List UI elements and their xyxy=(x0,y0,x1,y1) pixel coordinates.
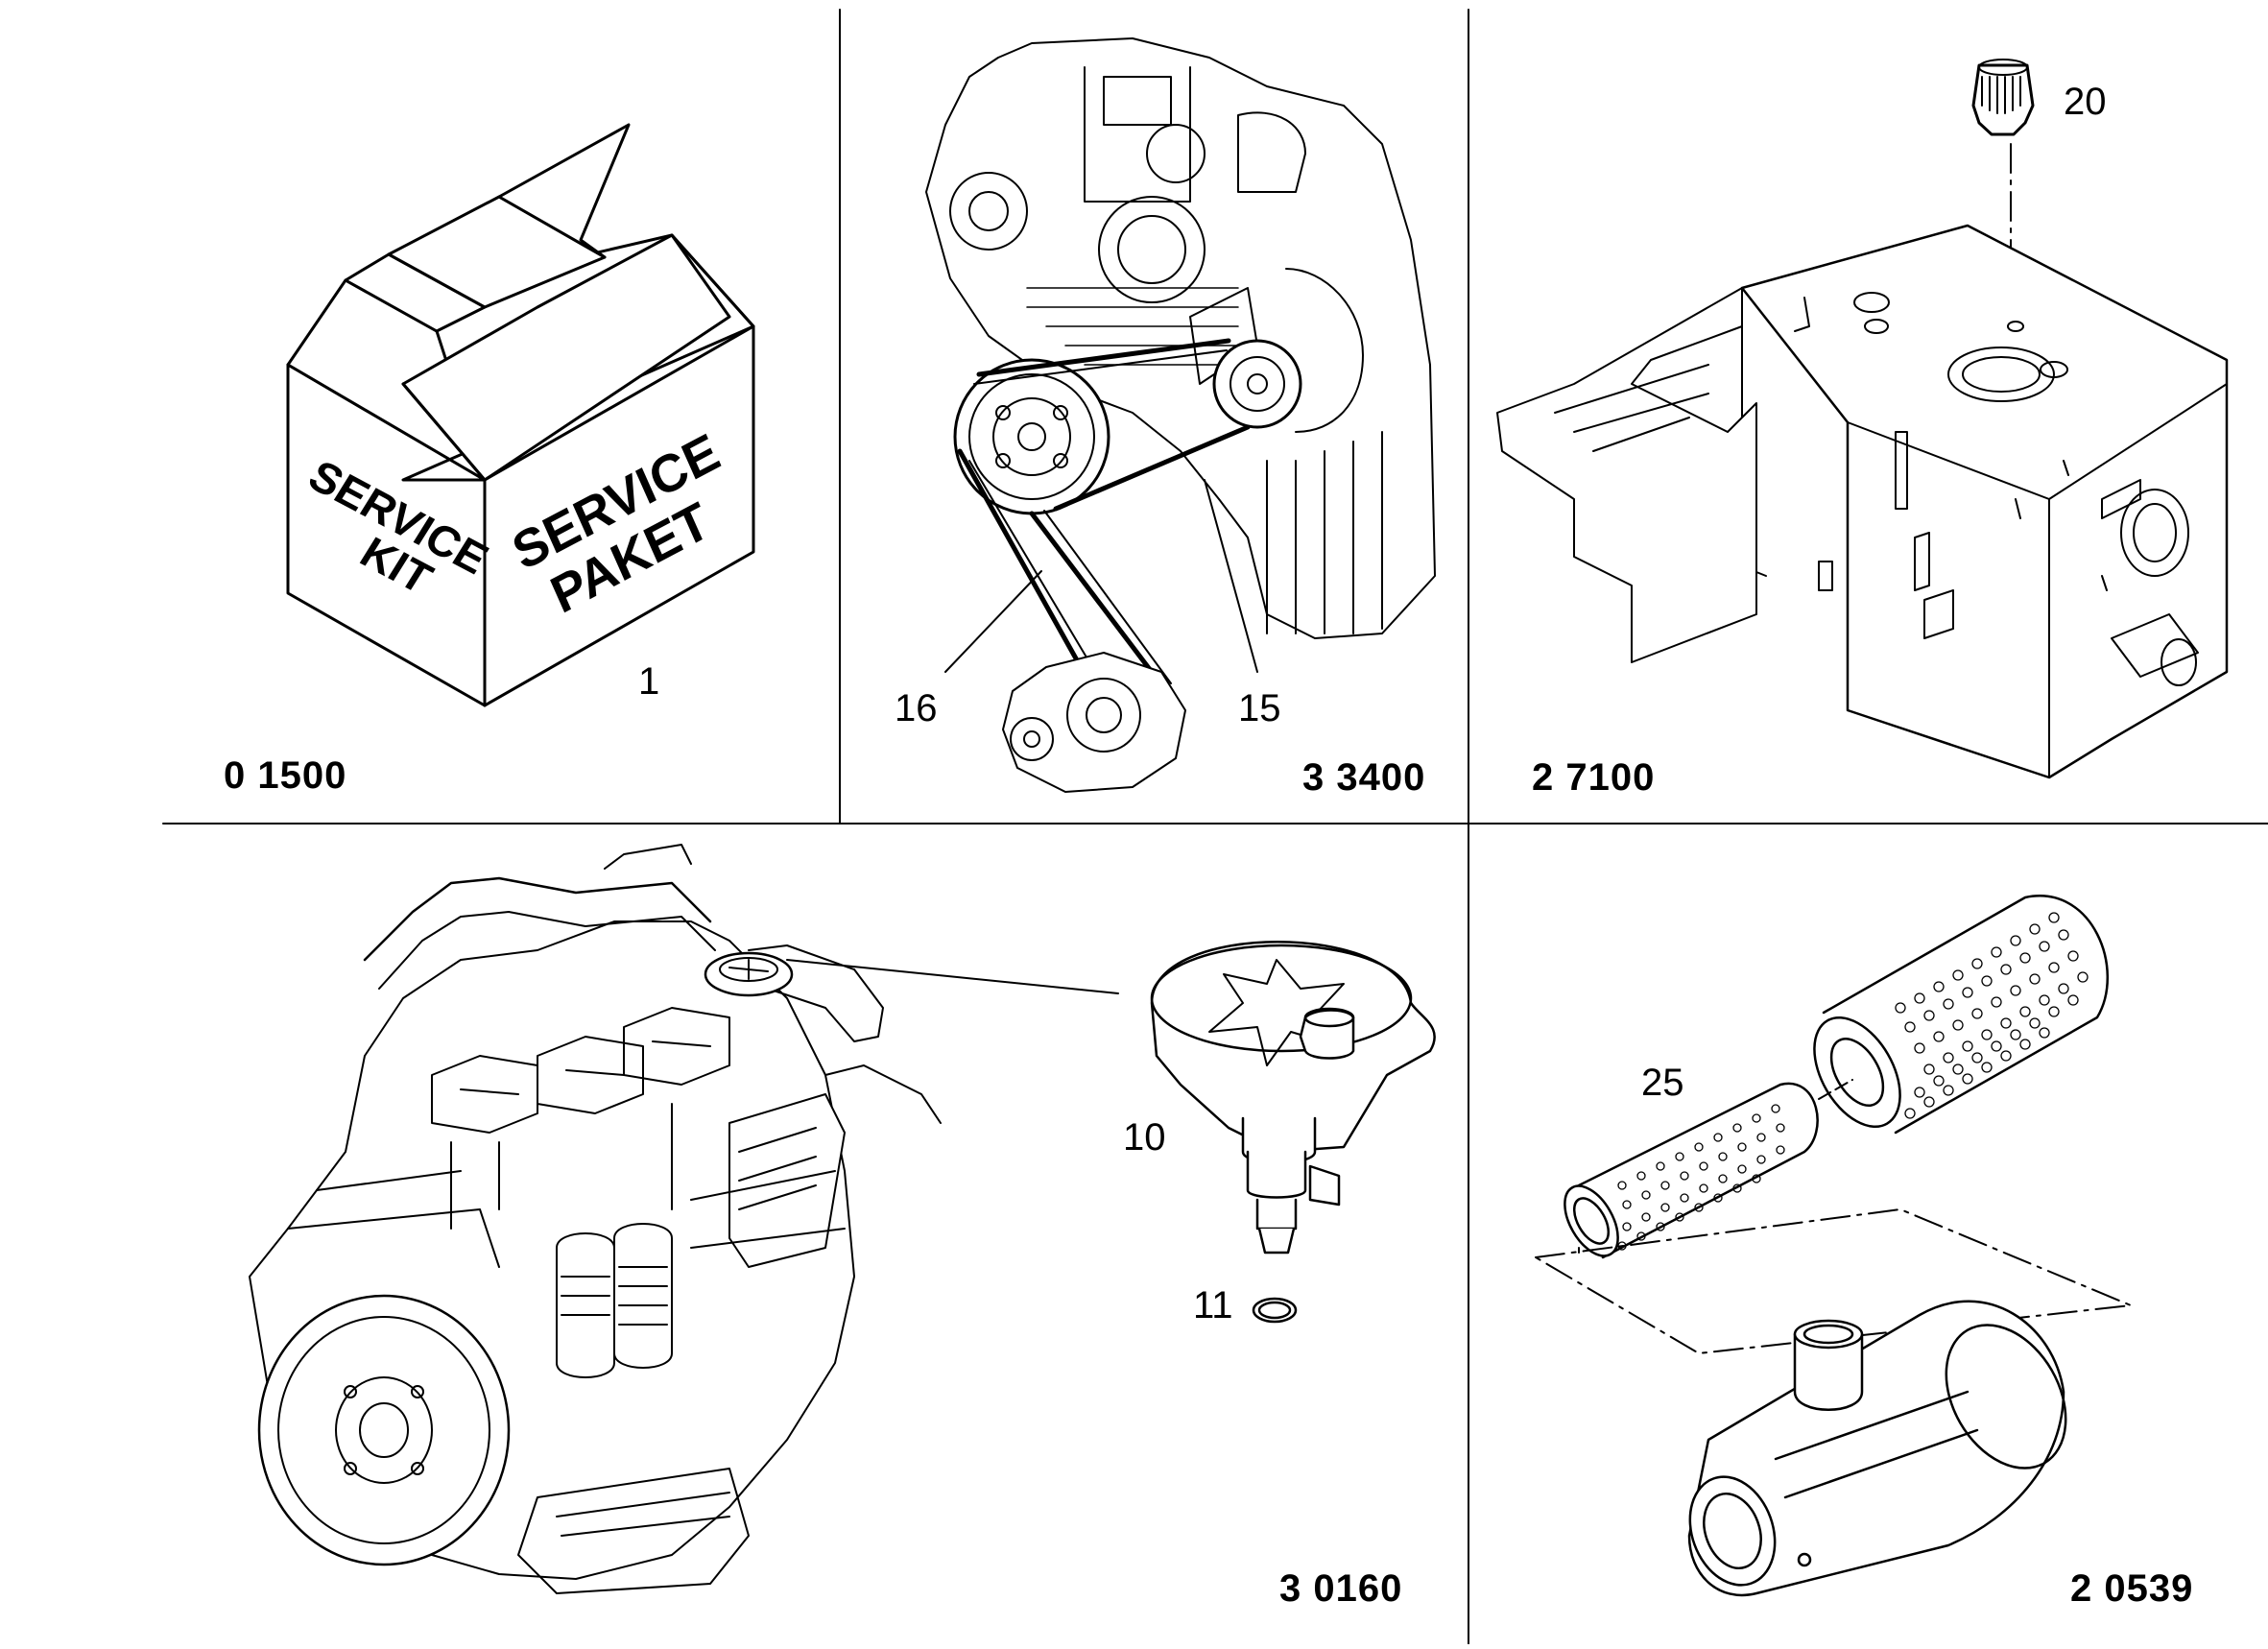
group-code-air-filter: 2 0539 xyxy=(2070,1567,2194,1610)
breather-detail-illustration xyxy=(1150,941,1436,1324)
engine-illustration xyxy=(249,844,1119,1594)
group-code-engine-breather: 3 0160 xyxy=(1279,1567,1403,1610)
belt-drive-illustration xyxy=(925,37,1436,793)
callout-1: 1 xyxy=(638,660,660,703)
callout-25: 25 xyxy=(1641,1062,1684,1104)
callout-20: 20 xyxy=(2064,81,2107,123)
service-kit-box-illustration: SERVICE KIT SERVICE PAKET xyxy=(286,123,755,707)
tank-illustration xyxy=(1496,59,2229,779)
group-code-tank: 2 7100 xyxy=(1532,756,1656,799)
callout-11: 11 xyxy=(1193,1284,1233,1326)
inner-filter-perforations xyxy=(1617,1104,1785,1251)
callout-15: 15 xyxy=(1238,687,1281,729)
callout-16: 16 xyxy=(895,687,938,729)
group-code-service-kit: 0 1500 xyxy=(224,754,347,797)
filter-perforations xyxy=(1895,912,2089,1119)
air-filter-illustration xyxy=(1535,895,2132,1597)
group-code-belt-drive: 3 3400 xyxy=(1302,756,1426,799)
grid-lines xyxy=(162,9,2268,1645)
callout-10: 10 xyxy=(1123,1116,1166,1159)
